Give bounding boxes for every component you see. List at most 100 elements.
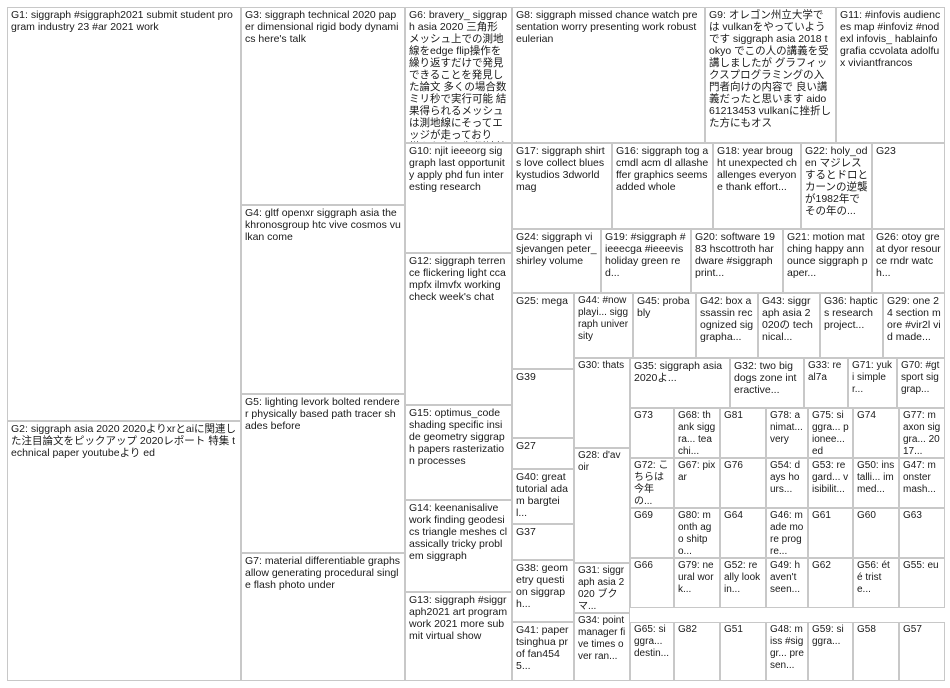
- group-label: G71: yuki simpler...: [852, 360, 893, 395]
- group-g7: G7: material differentiable graphs allow…: [241, 553, 405, 681]
- group-g75: G75: siggra... pionee... ed: [808, 408, 853, 458]
- group-label: G1: siggraph #siggraph2021 submit studen…: [11, 9, 233, 33]
- group-g17: G17: siggraph shirts love collect bluesk…: [512, 143, 612, 229]
- group-label: G5: lighting levork bolted renderer phys…: [245, 396, 400, 432]
- group-label: G13: siggraph #siggraph2021 art program …: [409, 594, 508, 642]
- group-label: G51: [724, 624, 743, 635]
- group-label: G74: [857, 410, 876, 421]
- group-label: G61: [812, 510, 831, 521]
- group-g34: G34: point manager five times over ran..…: [574, 613, 630, 681]
- group-g60: G60: [853, 508, 899, 558]
- group-g9: G9: オレゴン州立大学では vulkanをやっていようです siggraph …: [705, 7, 836, 143]
- group-g33: G33: real7a: [804, 358, 848, 408]
- group-label: G72: こちらは今年の...: [634, 460, 669, 507]
- group-g10: G10: njit ieeeorg siggraph last opportun…: [405, 143, 512, 253]
- group-g57: G57: [899, 622, 945, 681]
- group-label: G40: great tutorial adam bargteil...: [516, 471, 568, 519]
- group-label: G64: [724, 510, 743, 521]
- group-g74: G74: [853, 408, 899, 458]
- group-label: G14: keenanisalive work finding geodesic…: [409, 502, 508, 562]
- group-g14: G14: keenanisalive work finding geodesic…: [405, 500, 512, 592]
- group-g66: G66: [630, 558, 674, 608]
- group-g73: G73: [630, 408, 674, 458]
- group-label: G70: #gtsport siggrap...: [901, 360, 940, 395]
- group-label: G9: オレゴン州立大学では vulkanをやっていようです siggraph …: [709, 9, 831, 129]
- group-label: G19: #siggraph #ieeecga #ieeevis holiday…: [605, 231, 686, 279]
- group-label: G41: paper tsinghua prof fan4545...: [516, 624, 569, 672]
- group-g6: G6: bravery_ siggraph asia 2020 三角形メッシュ上…: [405, 7, 512, 143]
- group-g24: G24: siggraph visjevangen peter_shirley …: [512, 229, 601, 293]
- group-label: G66: [634, 560, 653, 571]
- group-g26: G26: otoy great dyor resource rndr watch…: [872, 229, 945, 293]
- group-g15: G15: optimus_code shading specific insid…: [405, 405, 512, 500]
- group-g81: G81: [720, 408, 766, 458]
- group-label: G20: software 1983 hscottroth hardware #…: [695, 231, 775, 279]
- group-label: G73: [634, 410, 653, 421]
- group-g59: G59: siggra...: [808, 622, 853, 681]
- group-g43: G43: siggraph asia 2020の technical...: [758, 293, 820, 358]
- group-g27: G27: [512, 438, 574, 469]
- group-label: G47: monster mash...: [903, 460, 936, 495]
- group-g1: G1: siggraph #siggraph2021 submit studen…: [7, 7, 241, 421]
- group-label: G63: [903, 510, 922, 521]
- group-label: G78: animat... very: [770, 410, 803, 445]
- group-g28: G28: d'avoir: [574, 448, 630, 563]
- group-label: G53: regard... visibilit...: [812, 460, 849, 495]
- group-label: G2: siggraph asia 2020 2020よりxrとaiに関連した注…: [11, 423, 237, 459]
- group-g8: G8: siggraph missed chance watch present…: [512, 7, 705, 143]
- group-g42: G42: box assassin recognized siggrapha..…: [696, 293, 758, 358]
- group-g55: G55: eu: [899, 558, 945, 608]
- group-g69: G69: [630, 508, 674, 558]
- group-g32: G32: two big dogs zone interactive...: [730, 358, 804, 408]
- group-label: G29: one 24 section more #vir2l vid made…: [887, 295, 941, 343]
- group-label: G52: really lookin...: [724, 560, 761, 595]
- group-label: G22: holy_oden マジレスするとドロとカーンの逆襲が1982年でその…: [805, 145, 868, 217]
- group-label: G56: été triste...: [857, 560, 890, 595]
- group-label: G45: probably: [637, 295, 690, 319]
- group-label: G7: material differentiable graphs allow…: [245, 555, 401, 591]
- group-g41: G41: paper tsinghua prof fan4545...: [512, 622, 574, 681]
- group-label: G24: siggraph visjevangen peter_shirley …: [516, 231, 597, 267]
- group-g70: G70: #gtsport siggrap...: [897, 358, 945, 408]
- group-g37: G37: [512, 524, 574, 560]
- group-g77: G77: maxon siggra... 2017...: [899, 408, 945, 458]
- group-label: G82: [678, 624, 697, 635]
- group-label: G34: point manager five times over ran..…: [578, 615, 626, 662]
- group-g64: G64: [720, 508, 766, 558]
- group-g22: G22: holy_oden マジレスするとドロとカーンの逆襲が1982年でその…: [801, 143, 872, 229]
- group-g80: G80: month ago shitpo...: [674, 508, 720, 558]
- group-label: G75: siggra... pionee... ed: [812, 410, 849, 457]
- group-g63: G63: [899, 508, 945, 558]
- group-label: G44: #nowplayi... siggraph university: [578, 295, 629, 342]
- group-g82: G82: [674, 622, 720, 681]
- group-g52: G52: really lookin...: [720, 558, 766, 608]
- group-g68: G68: thank siggra... teachi...: [674, 408, 720, 458]
- group-label: G16: siggraph tog acmdl acm dl allasheff…: [616, 145, 709, 193]
- group-label: G36: haptics research project...: [824, 295, 878, 331]
- group-label: G49: haven't seen...: [770, 560, 801, 595]
- group-g65: G65: siggra... destin...: [630, 622, 674, 681]
- group-label: G25: mega: [516, 295, 568, 307]
- group-g5: G5: lighting levork bolted renderer phys…: [241, 394, 405, 553]
- group-label: G80: month ago shitpo...: [678, 510, 712, 557]
- group-label: G39: [516, 371, 536, 383]
- group-g3: G3: siggraph technical 2020 paper dimens…: [241, 7, 405, 205]
- group-label: G81: [724, 410, 743, 421]
- group-label: G57: [903, 624, 922, 635]
- group-label: G15: optimus_code shading specific insid…: [409, 407, 505, 467]
- group-g50: G50: installi... immed...: [853, 458, 899, 508]
- group-label: G50: installi... immed...: [857, 460, 895, 495]
- group-g51: G51: [720, 622, 766, 681]
- group-g29: G29: one 24 section more #vir2l vid made…: [883, 293, 945, 358]
- group-g62: G62: [808, 558, 853, 608]
- group-label: G43: siggraph asia 2020の technical...: [762, 295, 813, 343]
- group-label: G17: siggraph shirts love collect bluesk…: [516, 145, 605, 193]
- group-g25: G25: mega: [512, 293, 574, 369]
- group-g56: G56: été triste...: [853, 558, 899, 608]
- group-g45: G45: probably: [633, 293, 696, 358]
- group-g54: G54: days hours...: [766, 458, 808, 508]
- group-label: G33: real7a: [808, 360, 842, 383]
- group-g79: G79: neural work...: [674, 558, 720, 608]
- group-g30: G30: thats: [574, 358, 630, 448]
- group-g23: G23: [872, 143, 945, 229]
